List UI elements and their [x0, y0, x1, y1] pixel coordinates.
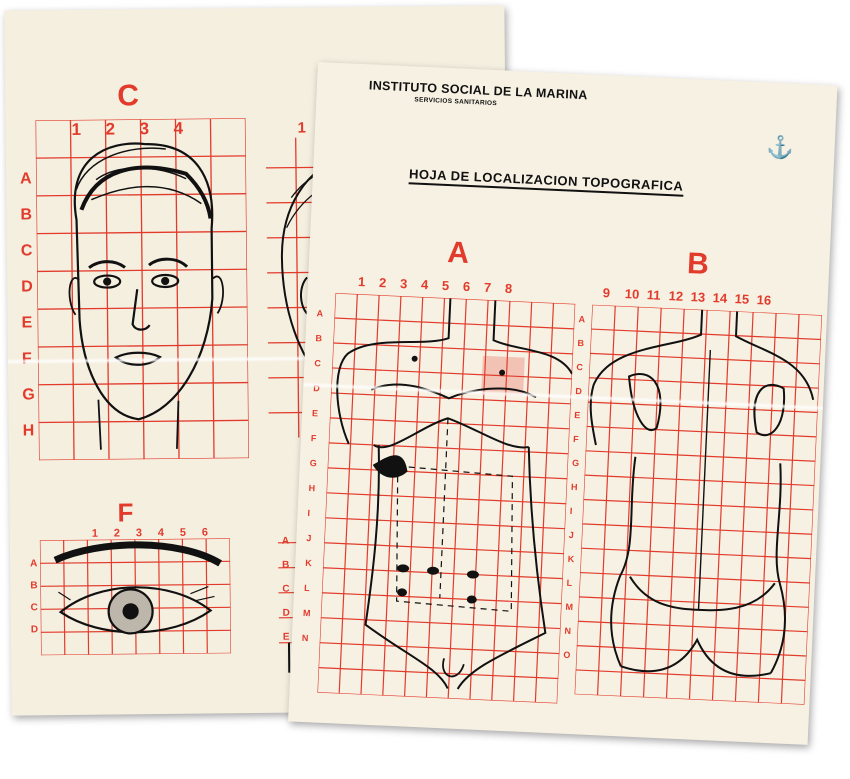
- face-row-e: E: [22, 314, 33, 332]
- front-col-6: 6: [463, 279, 471, 294]
- front-row-b: B: [315, 333, 322, 343]
- front-row-j: J: [306, 533, 311, 543]
- eye-row-d: D: [31, 624, 38, 635]
- back-row-b: B: [577, 338, 584, 348]
- front-col-5: 5: [442, 278, 450, 293]
- eye-col-4: 4: [158, 527, 164, 539]
- section-letter-b: B: [686, 247, 709, 282]
- back-row-a: A: [578, 314, 585, 324]
- section-letter-c: C: [117, 79, 139, 113]
- face-row-a: A: [20, 170, 32, 188]
- front-row-e: E: [312, 408, 318, 418]
- face-row-b: B: [20, 206, 32, 224]
- front-sheet: INSTITUTO SOCIAL DE LA MARINA SERVICIOS …: [288, 62, 837, 745]
- eye-col-2: 2: [114, 527, 120, 539]
- face-grid: [35, 118, 249, 460]
- back-row-o: O: [563, 650, 570, 660]
- front-row-k: K: [305, 558, 312, 568]
- front-row-h: H: [308, 483, 315, 493]
- back-col-10: 10: [624, 286, 639, 302]
- back-col-9: 9: [602, 285, 610, 300]
- eye-drawing: [55, 544, 221, 634]
- back-row-e: E: [574, 410, 580, 420]
- anchor-emblem-icon: ⚓: [766, 134, 795, 161]
- back-col-13: 13: [690, 289, 705, 305]
- back-row-i: I: [570, 506, 573, 516]
- front-row-n: N: [302, 633, 309, 643]
- back-row-f: F: [573, 434, 579, 444]
- front-row-c: C: [314, 358, 321, 368]
- front-row-f: F: [311, 433, 317, 443]
- section-letter-f: F: [117, 497, 133, 528]
- back-col-14: 14: [712, 290, 727, 306]
- front-row-g: G: [310, 458, 317, 468]
- eye-col-1: 1: [92, 528, 98, 540]
- front-body-grid: [317, 293, 575, 703]
- back-row-g: G: [572, 458, 579, 468]
- eye-col-3: 3: [136, 527, 142, 539]
- back-body-drawing: [579, 305, 817, 678]
- back-row-n: N: [564, 626, 571, 636]
- front-row-i: I: [307, 508, 310, 518]
- face-row-h: H: [23, 422, 35, 440]
- back-row-k: K: [567, 554, 574, 564]
- front-col-4: 4: [421, 277, 429, 292]
- profile-col-1: 1: [297, 119, 306, 136]
- front-body-drawing: [324, 293, 576, 693]
- back-row-j: J: [569, 530, 574, 540]
- front-col-7: 7: [484, 280, 492, 295]
- back-row-c: C: [576, 362, 583, 372]
- front-row-l: L: [304, 583, 310, 593]
- document-title: HOJA DE LOCALIZACION TOPOGRAFICA: [409, 166, 684, 196]
- front-col-2: 2: [379, 275, 387, 290]
- back-col-11: 11: [646, 287, 660, 303]
- front-col-3: 3: [400, 276, 408, 291]
- face-row-d: D: [21, 278, 33, 296]
- face-drawing: [68, 143, 225, 450]
- back-col-15: 15: [734, 291, 749, 307]
- front-row-a: A: [316, 308, 323, 318]
- face-row-c: C: [21, 242, 33, 260]
- front-col-1: 1: [358, 274, 366, 289]
- department-name: SERVICIOS SANITARIOS: [414, 96, 497, 107]
- back-body-grid: [575, 305, 822, 705]
- eye-row-a: A: [30, 558, 37, 569]
- face-row-g: G: [22, 386, 35, 404]
- eye-col-5: 5: [180, 527, 186, 539]
- back-row-m: M: [565, 602, 573, 612]
- eye-row-b: B: [30, 580, 37, 591]
- front-col-8: 8: [505, 281, 513, 296]
- eye-row-c: C: [31, 602, 38, 613]
- eye-col-6: 6: [202, 527, 208, 539]
- back-col-12: 12: [668, 288, 683, 304]
- front-row-m: M: [303, 608, 311, 618]
- back-col-16: 16: [756, 292, 771, 308]
- eye-grid: [40, 538, 231, 655]
- section-letter-a: A: [447, 236, 470, 271]
- back-row-h: H: [571, 482, 578, 492]
- back-row-l: L: [566, 578, 572, 588]
